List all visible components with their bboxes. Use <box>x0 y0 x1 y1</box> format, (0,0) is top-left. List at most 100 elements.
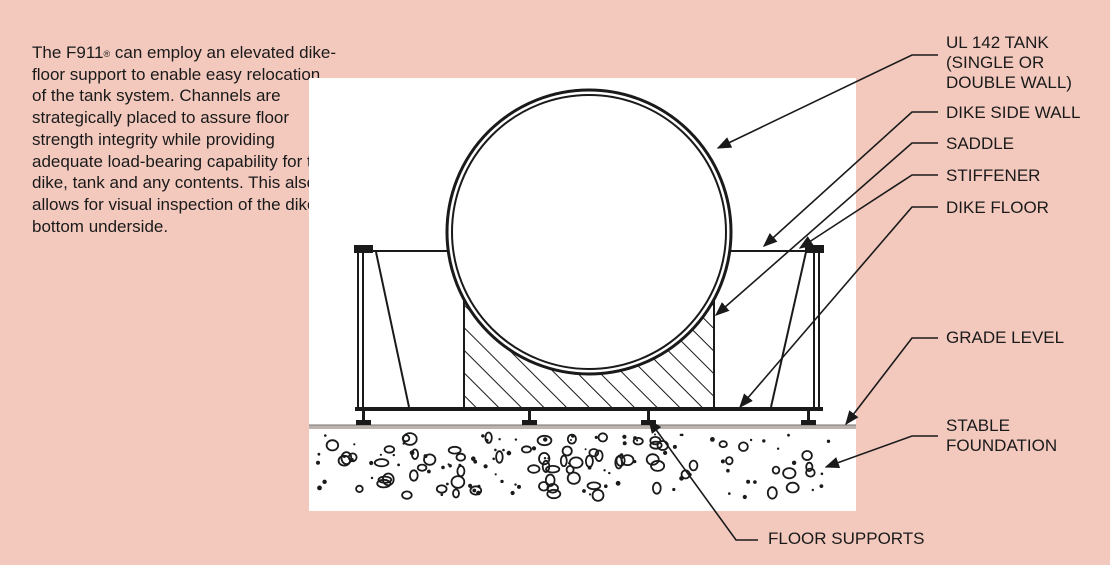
gravel-speck <box>517 484 521 489</box>
gravel-speck <box>402 442 405 445</box>
gravel-stone <box>771 465 781 475</box>
gravel-stone <box>785 481 800 494</box>
gravel-speck <box>545 468 548 471</box>
gravel-speck <box>826 439 831 443</box>
gravel-speck <box>510 490 515 496</box>
gravel-speck <box>811 488 814 492</box>
gravel-stone <box>452 488 460 499</box>
label-ul-142-tank: UL 142 TANK (SINGLE OR DOUBLE WALL) <box>946 33 1072 93</box>
gravel-speck <box>633 436 637 440</box>
gravel-speck <box>633 460 637 464</box>
gravel-stone <box>688 459 699 472</box>
gravel-speck <box>481 434 485 438</box>
gravel-speck <box>498 438 501 441</box>
gravel-speck <box>749 438 753 442</box>
gravel-speck <box>543 457 547 460</box>
gravel-stone <box>416 463 428 472</box>
gravel-stone <box>401 434 411 443</box>
gravel-speck <box>762 439 766 443</box>
gravel-stone <box>401 490 413 500</box>
gravel-speck <box>492 457 496 461</box>
grade-level-line <box>309 425 856 429</box>
gravel-speck <box>636 439 639 442</box>
gravel-speck <box>494 473 497 476</box>
gravel-stone <box>435 484 448 494</box>
gravel-stone <box>340 451 353 466</box>
leader-tank <box>716 54 938 149</box>
stiffeners <box>375 251 807 408</box>
leader-lines <box>648 54 938 541</box>
label-tank-line-1: UL 142 TANK <box>946 33 1049 52</box>
gravel-speck <box>672 444 677 449</box>
gravel-stone <box>408 469 419 482</box>
label-stiffener: STIFFENER <box>946 166 1041 185</box>
gravel-speck <box>458 463 462 467</box>
gravel-stone <box>561 445 573 457</box>
gravel-speck <box>787 433 790 437</box>
gravel-stone <box>455 452 467 462</box>
gravel-stone <box>546 488 562 500</box>
label-saddle: SADDLE <box>946 134 1015 153</box>
gravel-speck <box>726 468 730 473</box>
gravel-stone <box>782 467 797 480</box>
gravel-stone <box>347 452 358 463</box>
leader-saddle <box>714 142 938 316</box>
gravel-stone <box>738 441 749 452</box>
gravel-speck <box>500 479 504 484</box>
gravel-stone <box>527 464 541 474</box>
gravel-stone <box>559 454 568 468</box>
gravel-speck <box>476 490 481 496</box>
gravel-speck <box>570 439 572 441</box>
gravel-speck <box>679 433 682 437</box>
gravel-speck <box>588 493 592 496</box>
gravel-speck <box>485 438 489 443</box>
gravel-stone <box>450 475 466 489</box>
label-tank-line-3: DOUBLE WALL) <box>946 73 1072 92</box>
description-body: can employ an elevated dike-floor suppor… <box>32 43 337 236</box>
gravel-speck <box>472 488 477 493</box>
gravel-stone <box>383 445 396 454</box>
gravel-stone <box>447 445 462 455</box>
gravel-speck <box>514 438 518 441</box>
gravel-speck <box>746 479 751 484</box>
gravel-speck <box>350 458 354 461</box>
gravel-stone <box>632 437 644 446</box>
gravel-speck <box>446 482 449 486</box>
dike-walls <box>354 245 824 409</box>
foundation-gravel <box>316 431 831 502</box>
gravel-stone <box>484 431 493 444</box>
gravel-stone <box>649 440 663 450</box>
gravel-stone <box>495 450 504 464</box>
gravel-stone <box>805 467 816 478</box>
label-foundation-line-2: FOUNDATION <box>946 436 1058 455</box>
gravel-speck <box>441 465 445 470</box>
leader-dike-floor <box>739 206 938 409</box>
gravel-speck <box>502 448 505 452</box>
gravel-stone <box>586 481 602 491</box>
label-grade-level: GRADE LEVEL <box>946 328 1065 347</box>
gravel-speck <box>409 450 415 456</box>
gravel-speck <box>483 464 488 469</box>
gravel-speck <box>317 485 322 491</box>
gravel-speck <box>379 453 382 456</box>
gravel-stone <box>469 485 483 496</box>
gravel-stone <box>591 488 605 502</box>
gravel-stone <box>423 453 437 466</box>
gravel-speck <box>392 453 395 457</box>
gravel-stone <box>544 473 556 488</box>
gravel-stone <box>614 455 623 470</box>
gravel-speck <box>819 484 824 488</box>
gravel-speck <box>468 483 473 488</box>
gravel-stone <box>718 440 728 449</box>
label-floor-supports: FLOOR SUPPORTS <box>768 529 925 548</box>
gravel-speck <box>477 484 481 488</box>
gravel-speck <box>615 480 621 486</box>
gravel-speck <box>654 433 656 436</box>
ul-142-tank <box>445 88 733 376</box>
leader-stiffener <box>798 174 938 249</box>
gravel-stone <box>725 456 734 466</box>
leader-dike-side-wall <box>762 111 938 247</box>
gravel-speck <box>369 460 374 466</box>
gravel-stone <box>536 434 553 447</box>
